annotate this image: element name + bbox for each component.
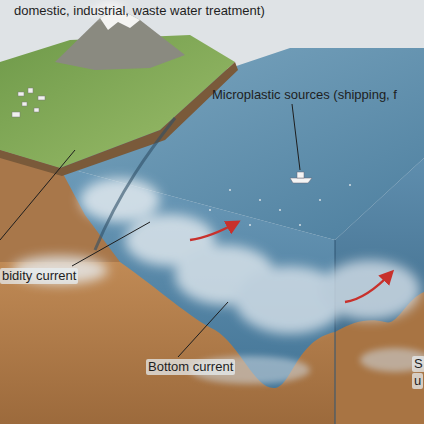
coastal-town — [12, 88, 45, 117]
flow-arrow — [345, 272, 392, 302]
cropped-label: S — [412, 356, 424, 372]
leader-lines — [0, 104, 300, 357]
process-label: bidity current — [0, 268, 78, 284]
block-edge — [335, 240, 336, 424]
source-caption: Microplastic sources (shipping, f — [210, 87, 399, 103]
cropped-label: u — [412, 373, 423, 389]
ship — [290, 172, 312, 183]
turbidity-cloud — [12, 178, 420, 334]
microplastic-particles — [209, 184, 351, 226]
process-label: Bottom current — [146, 359, 235, 375]
land-edge — [0, 62, 238, 176]
flow-arrow — [190, 222, 238, 240]
source-caption: domestic, industrial, waste water treatm… — [12, 3, 267, 19]
